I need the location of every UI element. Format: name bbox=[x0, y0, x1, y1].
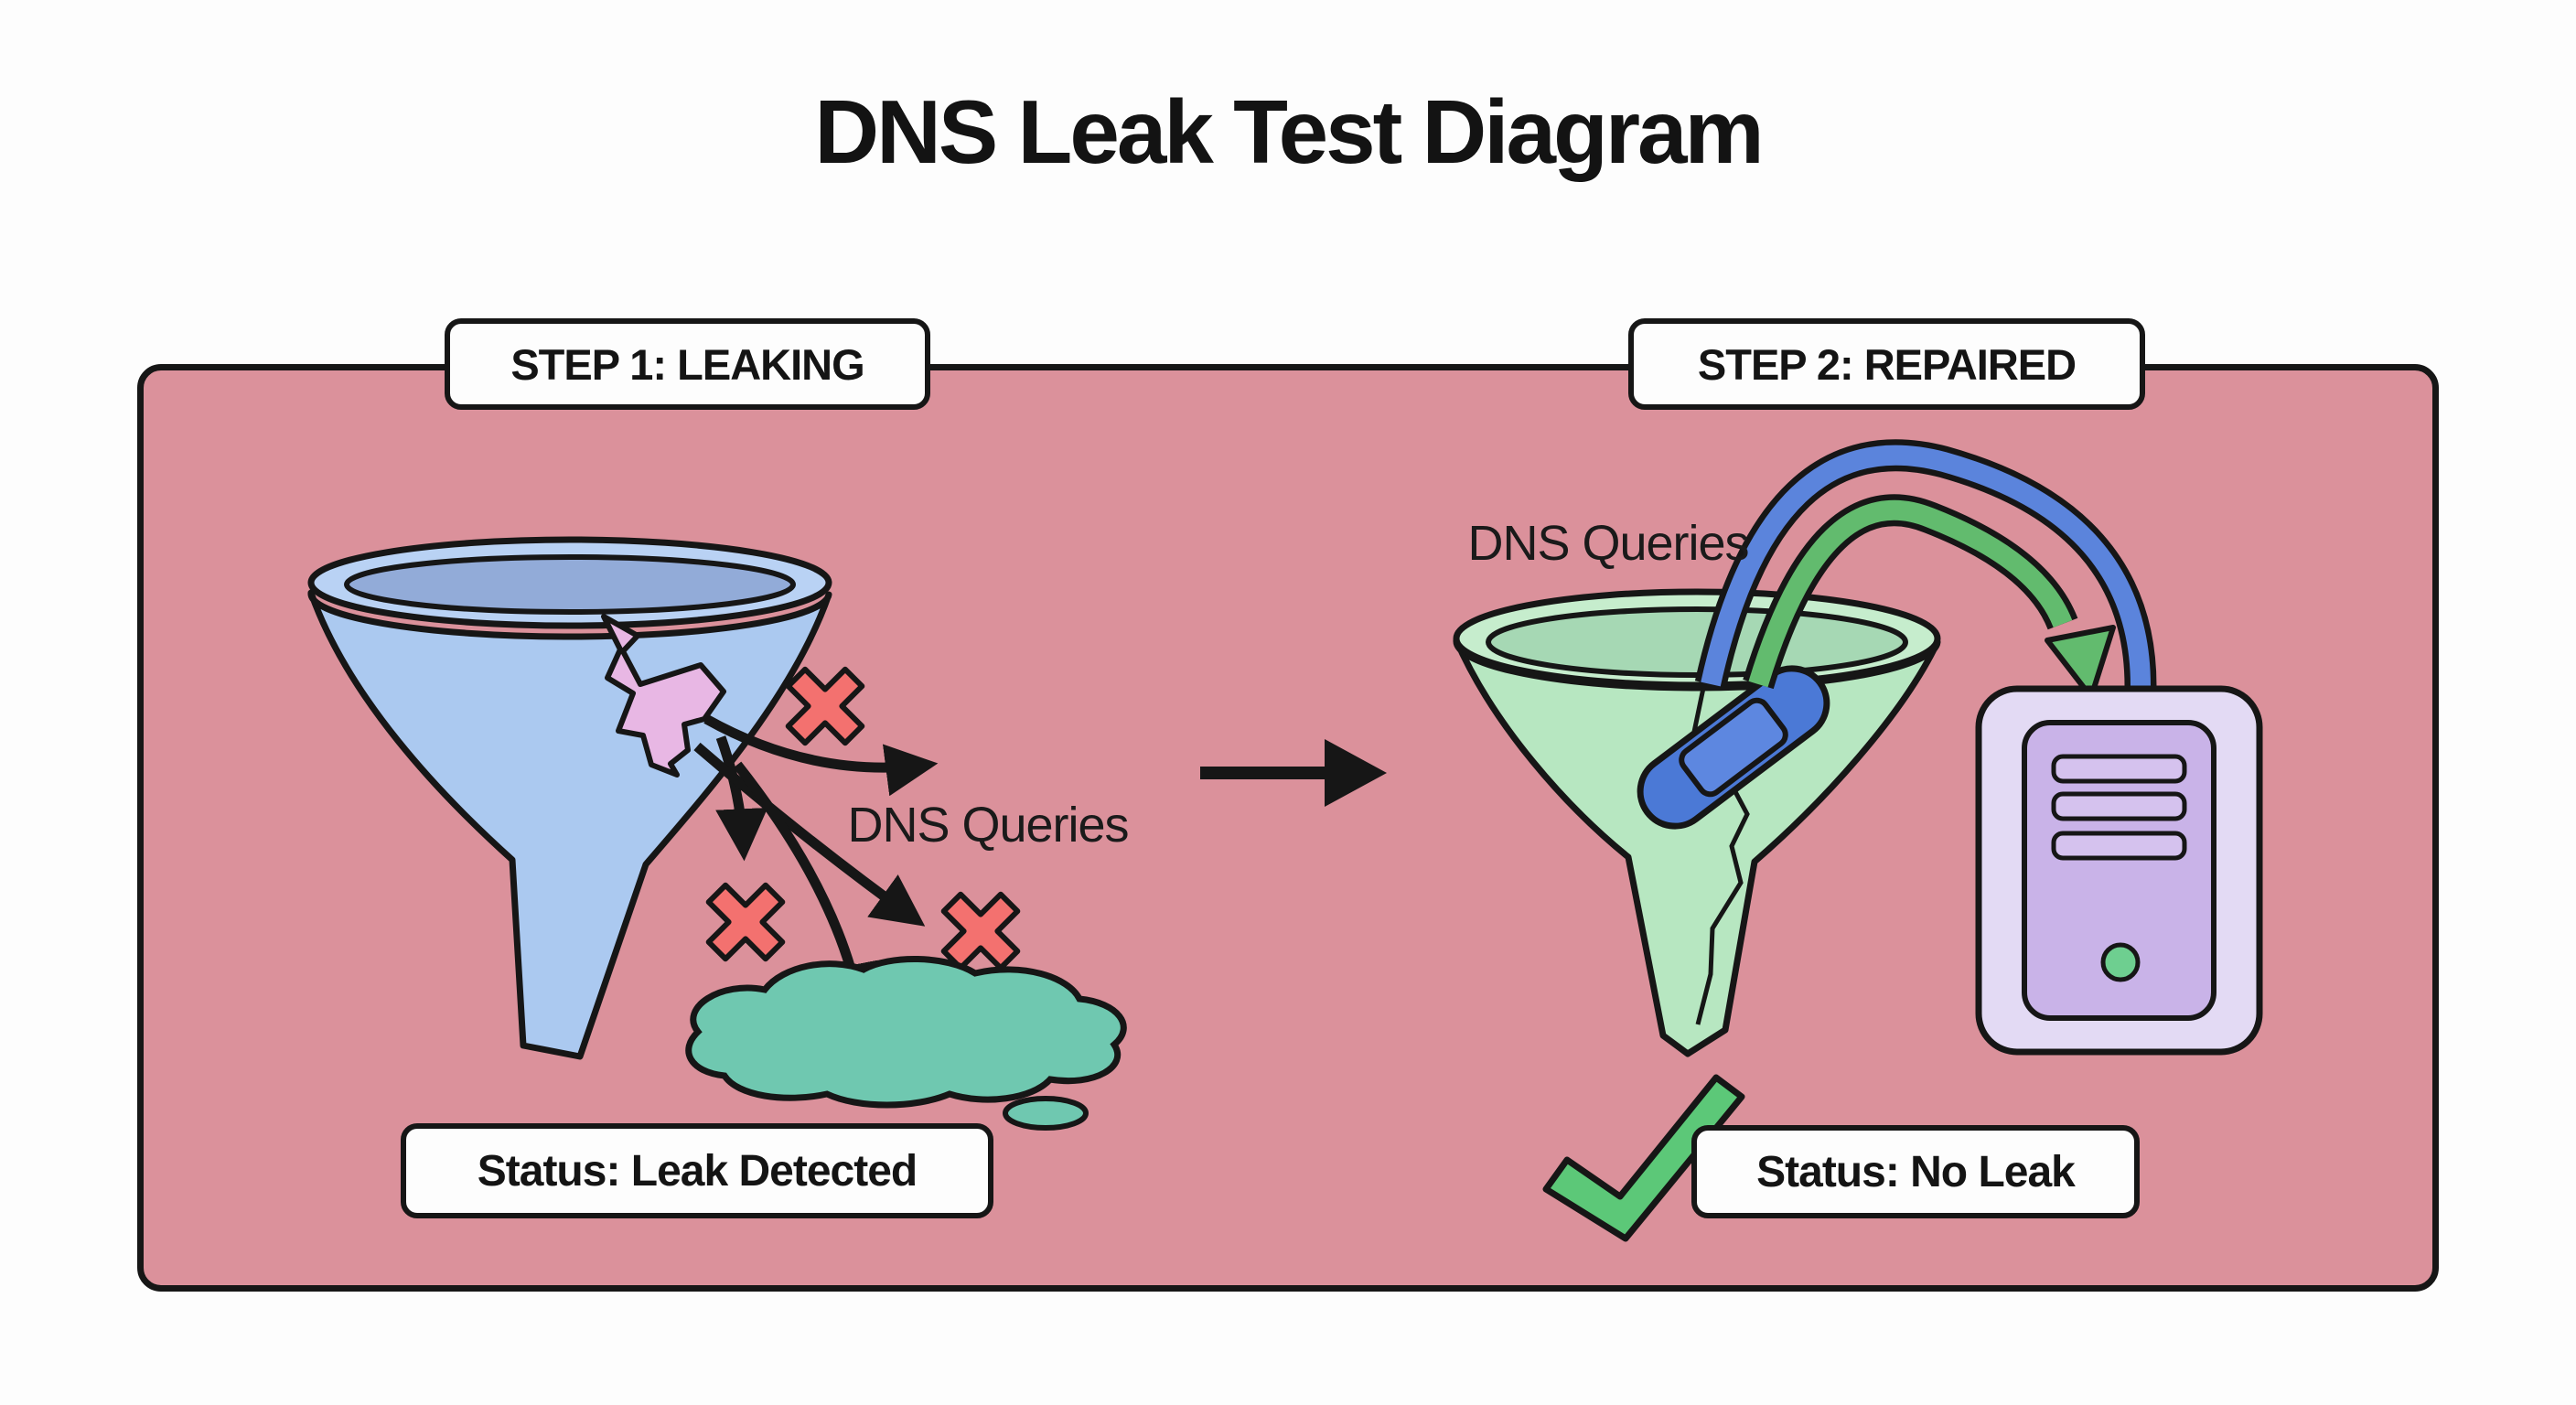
step-1-text: STEP 1: LEAKING bbox=[510, 339, 864, 389]
step-2-label: STEP 2: REPAIRED bbox=[1628, 318, 2145, 410]
puddle-drop bbox=[1003, 1096, 1089, 1131]
checkmark-icon bbox=[1542, 1074, 1745, 1242]
funnel-basin bbox=[344, 554, 796, 615]
step-2-text: STEP 2: REPAIRED bbox=[1697, 339, 2077, 389]
query-arc-arrowhead bbox=[2045, 625, 2116, 700]
step-1-label: STEP 1: LEAKING bbox=[445, 318, 930, 410]
x-mark-icon bbox=[689, 865, 802, 979]
query-arc-green bbox=[1748, 499, 2073, 688]
leak-arrow-2 bbox=[715, 735, 768, 862]
server-slot bbox=[2051, 791, 2187, 821]
status-right-text: Status: No Leak bbox=[1756, 1147, 2076, 1196]
transition-arrow-head bbox=[1325, 739, 1387, 807]
page-title: DNS Leak Test Diagram bbox=[814, 81, 1764, 182]
right-arrow-icon bbox=[1200, 739, 1387, 807]
leak-arrow-1 bbox=[703, 714, 939, 797]
puddle-main bbox=[685, 956, 1127, 1109]
cracked-funnel-icon bbox=[307, 536, 832, 1060]
bandage-pad bbox=[1679, 697, 1788, 798]
server-slot bbox=[2051, 831, 2187, 861]
dns-queries-label-right: DNS Queries bbox=[1467, 516, 1749, 571]
funnel-basin bbox=[1486, 606, 1908, 678]
status-no-leak-label: Status: No Leak bbox=[1691, 1125, 2140, 1218]
dns-queries-label-left: DNS Queries bbox=[847, 798, 1129, 853]
leak-arrow-3 bbox=[693, 742, 926, 927]
crack-icon bbox=[601, 614, 726, 778]
repaired-funnel-icon bbox=[1453, 588, 1941, 1057]
funnel-body bbox=[1453, 637, 1941, 1057]
query-arc-blue bbox=[1701, 445, 2151, 687]
status-left-text: Status: Leak Detected bbox=[477, 1146, 918, 1196]
dns-server-icon bbox=[1975, 685, 2263, 1056]
dns-query-arc-icons bbox=[1694, 439, 2157, 700]
bandage-icon bbox=[1637, 665, 1830, 830]
server-slot bbox=[2051, 754, 2187, 784]
server-led bbox=[2100, 942, 2141, 982]
leak-puddle-icon bbox=[685, 956, 1127, 1131]
status-leak-detected-label: Status: Leak Detected bbox=[401, 1123, 993, 1218]
